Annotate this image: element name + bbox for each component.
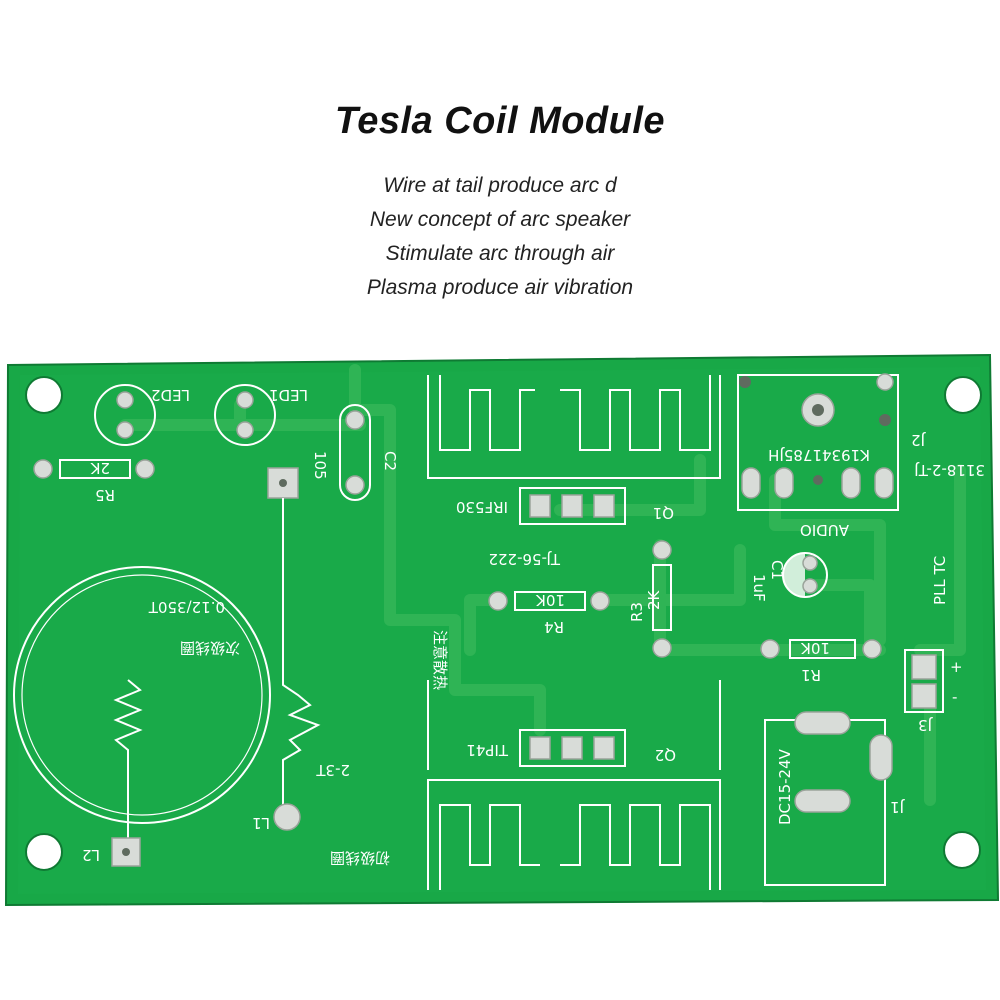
l1-label: L1 (252, 814, 270, 832)
r1-label: R1 (801, 666, 821, 684)
pcb-board-svg: LED2 LED1 2K R5 C2 105 0.12/350T 次级线圈 2-… (4, 353, 1000, 907)
r5-label: R5 (95, 486, 115, 504)
j3-label: J3 (918, 716, 933, 734)
audio-jack-j2: K19341785JH J2 3118-2-TJ (737, 373, 985, 511)
resistor-r5: 2K R5 (33, 459, 155, 504)
l2-label: L2 (82, 846, 100, 864)
capacitor-c2: C2 105 (311, 404, 399, 501)
c2-label: C2 (381, 451, 399, 471)
r3-label: R3 (628, 602, 646, 622)
transistor-q1: IRF530 Q1 TJ-56-222 (456, 487, 674, 568)
q2-label: Q2 (655, 746, 676, 764)
tj-code: TJ-56-222 (488, 550, 561, 568)
primary-turns: 2-3T (316, 761, 350, 779)
plus-label: + (950, 658, 963, 676)
power-header-j3: + - J3 (904, 649, 963, 734)
dc-range: DC15-24V (776, 748, 794, 825)
feature-line: Stimulate arc through air (385, 242, 615, 265)
r5-value: 2K (89, 459, 110, 477)
led1: LED1 (214, 384, 308, 446)
q1-label: Q1 (653, 504, 674, 522)
q2-part: TIP41 (466, 741, 509, 759)
led2: LED2 (94, 384, 190, 446)
mounting-hole (944, 376, 982, 414)
c2-value: 105 (311, 451, 329, 480)
minus-label: - (952, 688, 957, 706)
header: Tesla Coil Module Wire at tail produce a… (0, 100, 1000, 305)
c1-value: 1uF (750, 574, 768, 602)
r3-value: 2K (645, 589, 663, 610)
heat-warning: 注意散热 (431, 630, 449, 690)
led1-label: LED1 (269, 386, 308, 404)
heatsink-bottom-outline (427, 680, 721, 890)
coil-spec: 0.12/350T (148, 598, 225, 616)
r1-value: 10K (800, 639, 830, 657)
capacitor-c1: C1 1uF AUDIO (750, 521, 849, 602)
j1-label: J1 (890, 798, 905, 816)
j2-code: 3118-2-TJ (914, 461, 985, 479)
dc-jack-j1: DC15-24V J1 (764, 711, 905, 886)
mounting-hole (25, 833, 63, 871)
audio-label: AUDIO (800, 521, 849, 539)
mounting-hole (25, 376, 63, 414)
transistor-q2: TIP41 Q2 (466, 729, 676, 767)
resistor-r3: 2K R3 (628, 540, 672, 658)
q1-part: IRF530 (456, 498, 508, 516)
pcb-photo: LED2 LED1 2K R5 C2 105 0.12/350T 次级线圈 2-… (0, 350, 1000, 910)
heatsink-top-outline (427, 375, 721, 479)
r4-label: R4 (544, 618, 564, 636)
feature-list: Wire at tail produce arc d New concept o… (0, 169, 1000, 305)
led2-label: LED2 (151, 386, 190, 404)
primary-coil: 2-3T L1 初级线圈 (252, 498, 390, 867)
mounting-hole (943, 831, 981, 869)
primary-coil-label: 初级线圈 (330, 849, 390, 867)
feature-line: Wire at tail produce arc d (383, 174, 617, 197)
resistor-r1: 10K R1 (760, 639, 882, 684)
j2-label: J2 (911, 431, 926, 449)
secondary-coil: 0.12/350T 次级线圈 (13, 566, 271, 850)
secondary-coil-label: 次级线圈 (180, 639, 240, 657)
feature-line: New concept of arc speaker (369, 208, 631, 231)
r4-value: 10K (535, 591, 565, 609)
resistor-r4: 10K R4 (488, 591, 610, 636)
pll-tc-label: PLL TC (931, 556, 949, 605)
j2-part: K19341785JH (768, 446, 870, 464)
c1-label: C1 (768, 560, 786, 580)
page-title: Tesla Coil Module (334, 100, 666, 142)
feature-line: Plasma produce air vibration (366, 276, 634, 299)
